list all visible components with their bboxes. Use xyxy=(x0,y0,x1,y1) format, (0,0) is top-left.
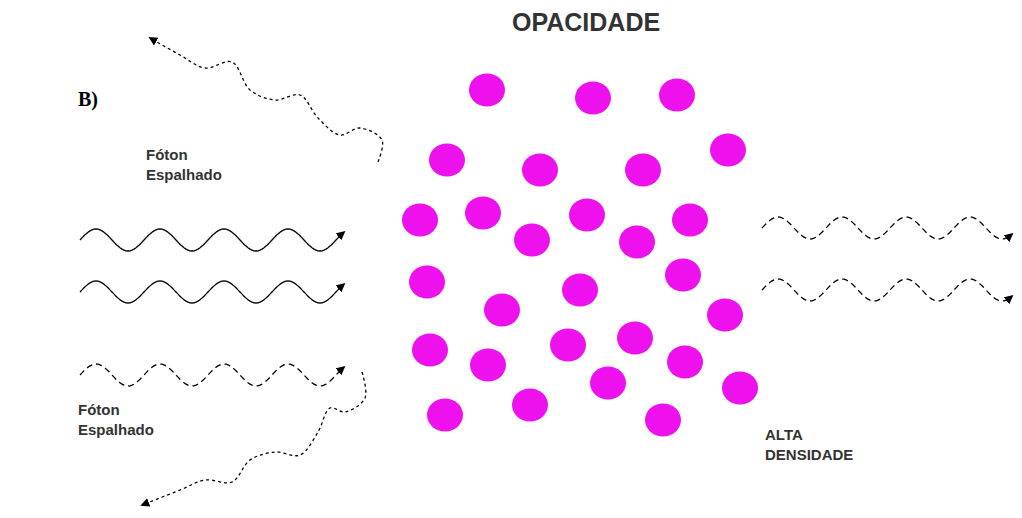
particle xyxy=(514,224,550,257)
particle xyxy=(427,399,463,432)
photon-wave xyxy=(80,281,344,303)
particle xyxy=(575,82,611,115)
photon-wave xyxy=(762,279,1012,301)
photon-wave xyxy=(762,217,1012,239)
photon-wave xyxy=(80,364,344,386)
particle xyxy=(619,226,655,259)
particle xyxy=(667,346,703,379)
photon-wave xyxy=(80,229,344,251)
density-label: ALTA DENSIDADE xyxy=(765,425,875,466)
particle-group xyxy=(402,74,758,437)
particle xyxy=(550,329,586,362)
particle xyxy=(412,334,448,367)
photon-waves xyxy=(80,217,1012,386)
scattered-photon xyxy=(150,38,383,162)
particle xyxy=(469,74,505,107)
particle xyxy=(710,134,746,167)
particle xyxy=(465,197,501,230)
particle xyxy=(512,389,548,422)
photon-label: Fóton Espalhado xyxy=(78,400,188,441)
particle xyxy=(484,294,520,327)
particle xyxy=(707,299,743,332)
particle xyxy=(722,372,758,405)
particle xyxy=(617,322,653,355)
particle xyxy=(625,154,661,187)
particle xyxy=(569,199,605,232)
particle xyxy=(672,204,708,237)
scattered-photon xyxy=(142,372,366,505)
particle xyxy=(590,367,626,400)
particle xyxy=(409,266,445,299)
particle xyxy=(402,204,438,237)
particle xyxy=(562,274,598,307)
particle xyxy=(659,79,695,112)
panel-letter: B) xyxy=(78,86,98,113)
particle xyxy=(665,259,701,292)
photon-label: Fóton Espalhado xyxy=(146,145,256,186)
diagram-title: OPACIDADE xyxy=(512,8,660,37)
particle xyxy=(522,154,558,187)
particle xyxy=(645,404,681,437)
scattered-photons xyxy=(142,38,383,505)
particle xyxy=(470,349,506,382)
particle xyxy=(429,144,465,177)
